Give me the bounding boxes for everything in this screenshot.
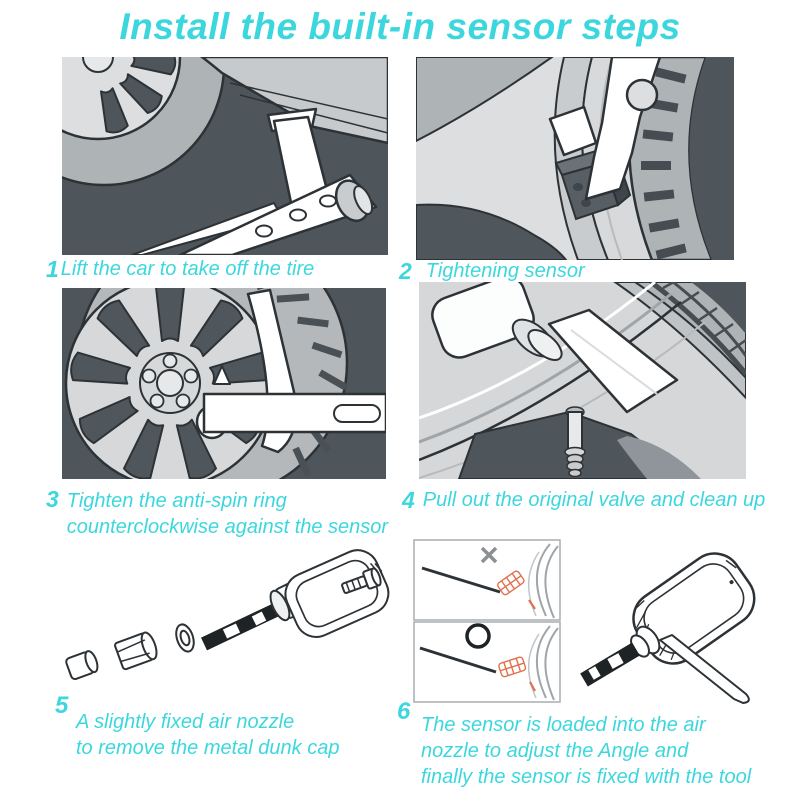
jack-handle-knob (334, 179, 374, 223)
step3-illustration (62, 288, 386, 479)
step-6-text-line3: finally the sensor is fixed with the too… (421, 766, 752, 788)
wrench (548, 57, 662, 201)
tread-band (633, 282, 746, 380)
car-jack-scene (62, 57, 388, 255)
step-2-caption: 2 Tightening sensor (399, 258, 585, 285)
collar-rings (630, 625, 661, 658)
valve-stem-striped (200, 600, 286, 651)
metal-nut (114, 631, 158, 671)
valve-pull-scene (419, 282, 746, 479)
dust-cap (65, 650, 99, 680)
wrong-angle-inset (413, 539, 561, 621)
step-4-caption: 4 Pull out the original valve and clean u… (402, 487, 765, 514)
sensor-sketch-wrong (497, 570, 525, 596)
wheel-spoke-gaps (100, 57, 177, 134)
step-4-text: Pull out the original valve and clean up (422, 489, 766, 511)
step-2-number: 2 (399, 258, 412, 284)
tire-front (62, 57, 226, 187)
step-5-caption: A slightly fixed air nozzle to remove th… (76, 709, 339, 761)
step-3-text-line2: counterclockwise against the sensor (66, 516, 389, 538)
sensor-body (284, 549, 390, 638)
step-3-number: 3 (46, 486, 59, 512)
washer-ring (175, 623, 195, 653)
page-title: Install the built-in sensor steps (119, 6, 681, 47)
spoke-inner-highlight (617, 436, 701, 479)
tool-bar (195, 365, 386, 440)
rim-dish-edge (416, 57, 554, 143)
step-5-text-line2: to remove the metal dunk cap (76, 737, 340, 759)
step-1-text: Lift the car to take off the tire (60, 258, 315, 280)
step5-illustration (50, 538, 390, 700)
angle-adjust-scene (413, 539, 756, 704)
step-6-text-line1: The sensor is loaded into the air (421, 714, 706, 736)
valve-stem (564, 406, 586, 478)
tread-ribs (662, 282, 746, 354)
tightening-scene (416, 57, 734, 260)
dark-corner (691, 282, 746, 334)
rim-arcs (419, 282, 706, 479)
step-1-number: 1 (46, 256, 59, 282)
right-angle-inset (413, 621, 561, 703)
step-6-number: 6 (397, 698, 411, 725)
valve-stem-striped (580, 642, 640, 687)
scissor-jack (131, 107, 378, 255)
step1-illustration (62, 57, 388, 255)
tread-grooves (641, 67, 687, 260)
sensor-on-tool (580, 552, 756, 704)
anti-spin-scene (62, 288, 386, 479)
step-3-text-line1: Tighten the anti-spin ring (66, 490, 287, 512)
step-6-caption: The sensor is loaded into the air nozzle… (421, 712, 751, 790)
step-5-text-line1: A slightly fixed air nozzle (76, 711, 295, 733)
exploded-parts (65, 549, 390, 680)
step2-illustration (416, 57, 734, 260)
step-6-text-line2: nozzle to adjust the Angle and (421, 740, 689, 762)
fixing-bolt (341, 567, 382, 594)
tool-handle (659, 634, 750, 704)
sensor-sketch-right (498, 656, 527, 678)
wheel-hub (139, 352, 201, 414)
pulling-tool (431, 282, 679, 414)
step-3-caption: 3 Tighten the anti-spin ring counterclockw… (46, 486, 388, 540)
step-5-number: 5 (55, 692, 69, 719)
step-4-number: 4 (402, 487, 415, 513)
step6-illustration (408, 528, 793, 706)
step4-illustration (419, 282, 746, 479)
spoke-cutout (416, 203, 568, 260)
step-2-text: Tightening sensor (425, 260, 585, 282)
dark-corner (689, 57, 734, 260)
